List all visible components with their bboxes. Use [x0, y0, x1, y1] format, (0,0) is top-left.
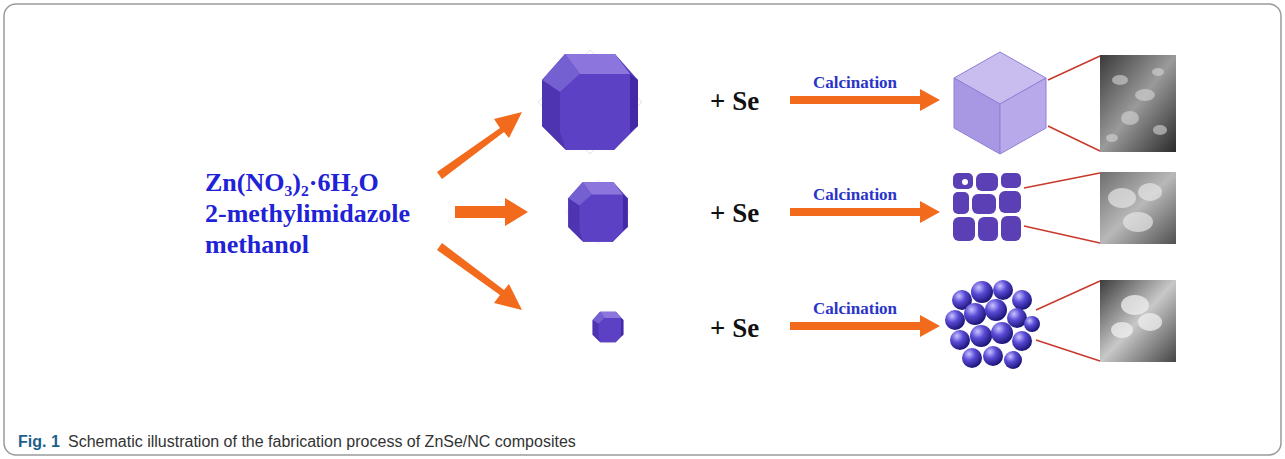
reagent-label: + Se	[710, 198, 759, 229]
reactant-label: 2-methylimidazole	[205, 199, 410, 229]
figure-caption: Schematic illustration of the fabricatio…	[68, 433, 576, 451]
reagent-label: + Se	[710, 313, 759, 344]
step-label: Calcination	[813, 299, 897, 319]
step-label: Calcination	[813, 73, 897, 93]
reactant-label: methanol	[205, 230, 309, 260]
reactant-label: Zn(NO₃)₂·6H₂O	[205, 168, 379, 198]
figure-number: Fig. 1	[18, 433, 60, 451]
reagent-label: + Se	[710, 86, 759, 117]
step-label: Calcination	[813, 185, 897, 205]
